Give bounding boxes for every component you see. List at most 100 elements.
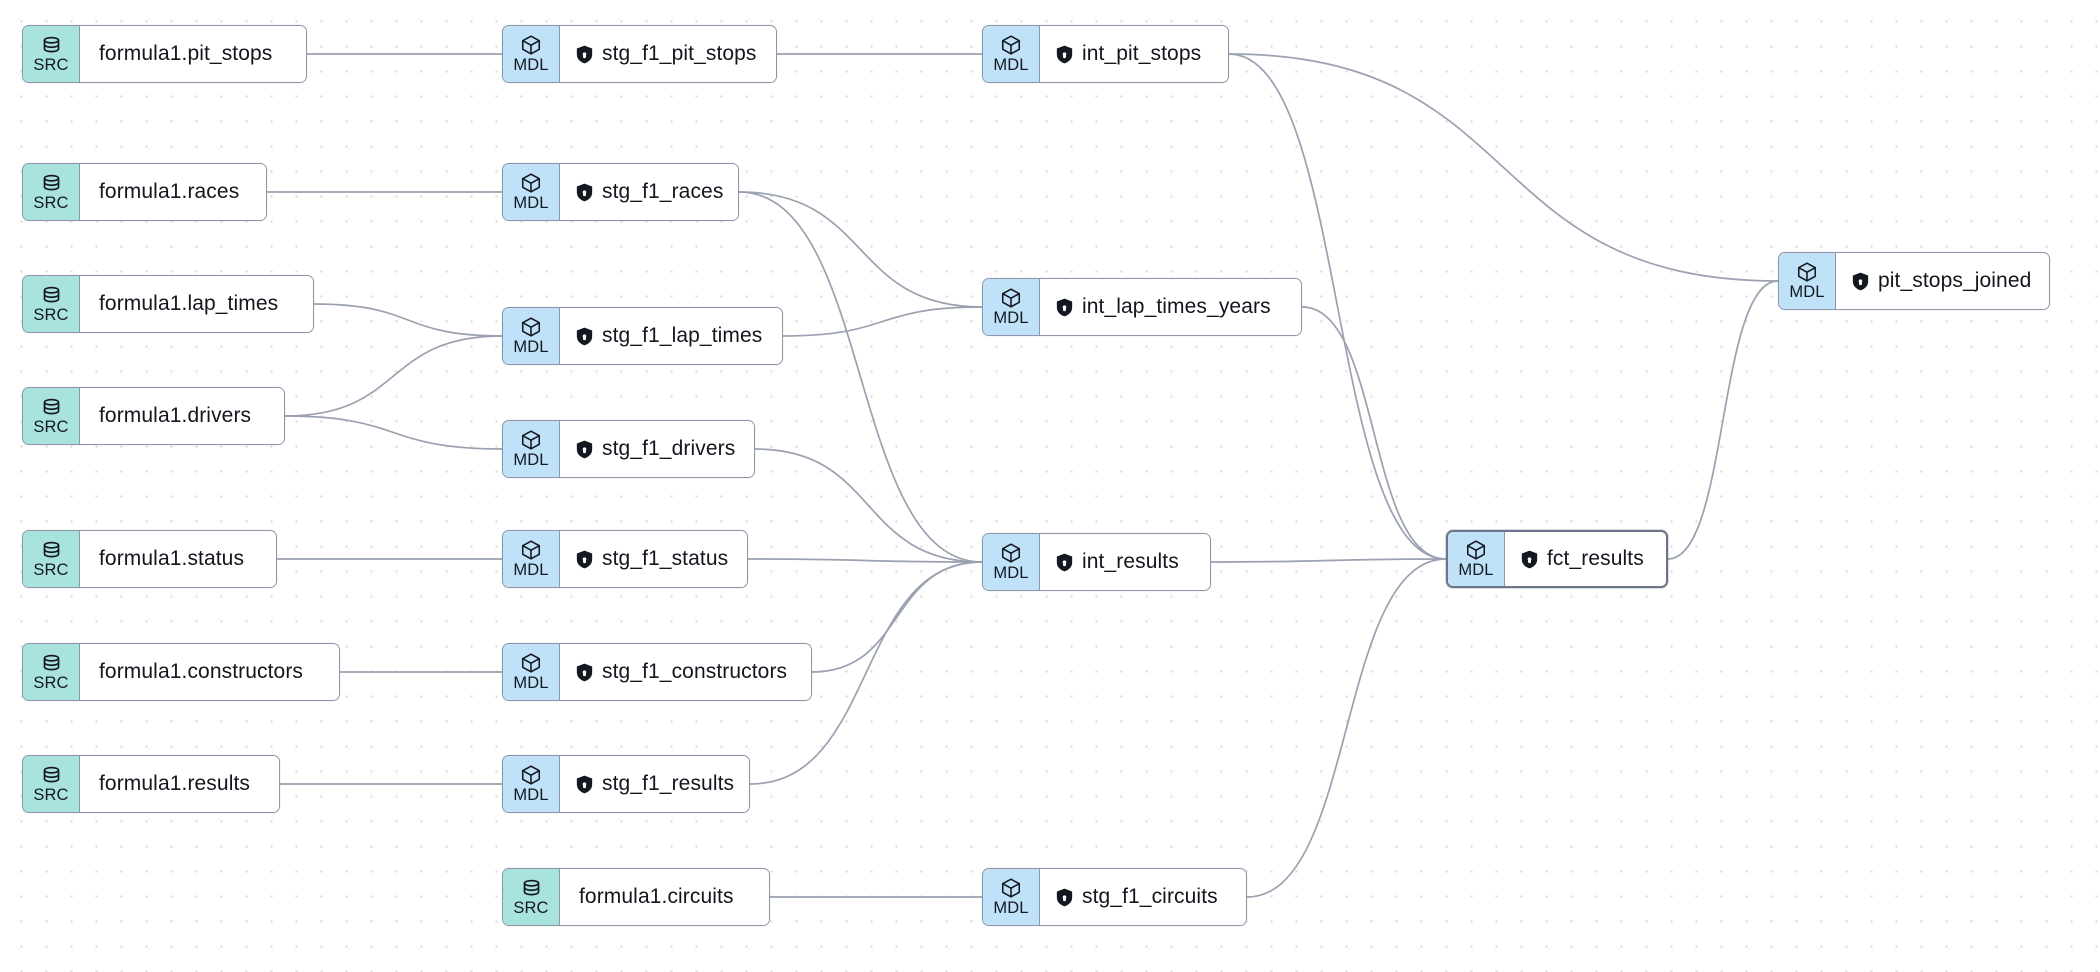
shield-lock-icon bbox=[576, 45, 593, 64]
node-kind-label: MDL bbox=[513, 674, 549, 692]
node-kind-label: MDL bbox=[993, 899, 1029, 917]
node-stg_drivers[interactable]: MDL stg_f1_drivers bbox=[502, 420, 755, 478]
cube-icon bbox=[520, 429, 542, 451]
database-icon bbox=[41, 173, 62, 194]
cube-icon bbox=[520, 539, 542, 561]
node-stg_pit_stops[interactable]: MDL stg_f1_pit_stops bbox=[502, 25, 777, 83]
node-kind-label: MDL bbox=[513, 451, 549, 469]
node-kind-badge: SRC bbox=[23, 644, 80, 700]
database-icon bbox=[521, 878, 542, 899]
shield-lock-icon bbox=[1521, 550, 1538, 569]
edge-fct_results-to-pit_stops_joined bbox=[1667, 280, 1779, 560]
node-pit_stops_joined[interactable]: MDL pit_stops_joined bbox=[1778, 252, 2050, 310]
node-body: stg_f1_constructors bbox=[560, 644, 811, 700]
node-body: stg_f1_drivers bbox=[560, 421, 754, 477]
node-src_constructors[interactable]: SRC formula1.constructors bbox=[22, 643, 340, 701]
shield-lock-icon bbox=[576, 663, 593, 682]
node-label: int_pit_stops bbox=[1082, 42, 1202, 65]
node-kind-badge: SRC bbox=[23, 164, 80, 220]
node-src_status[interactable]: SRC formula1.status bbox=[22, 530, 277, 588]
node-stg_status[interactable]: MDL stg_f1_status bbox=[502, 530, 748, 588]
node-int_lap_times_years[interactable]: MDL int_lap_times_years bbox=[982, 278, 1302, 336]
node-stg_constructors[interactable]: MDL stg_f1_constructors bbox=[502, 643, 812, 701]
node-kind-badge: MDL bbox=[983, 534, 1040, 590]
node-kind-label: MDL bbox=[513, 561, 549, 579]
cube-icon bbox=[1000, 877, 1022, 899]
node-kind-label: MDL bbox=[513, 338, 549, 356]
edge-stg_lap_times-to-int_lap_times_years bbox=[782, 306, 983, 337]
node-body: stg_f1_circuits bbox=[1040, 869, 1246, 925]
cube-icon bbox=[1465, 539, 1487, 561]
node-kind-label: SRC bbox=[33, 305, 69, 324]
node-fct_results[interactable]: MDL fct_results bbox=[1446, 530, 1668, 588]
node-kind-label: MDL bbox=[1789, 283, 1825, 301]
node-kind-badge: SRC bbox=[503, 869, 560, 925]
node-stg_results[interactable]: MDL stg_f1_results bbox=[502, 755, 750, 813]
edge-src_drivers-to-stg_drivers bbox=[284, 415, 503, 450]
node-kind-label: MDL bbox=[513, 194, 549, 212]
cube-icon bbox=[1000, 287, 1022, 309]
database-icon bbox=[41, 765, 62, 786]
node-src_lap_times[interactable]: SRC formula1.lap_times bbox=[22, 275, 314, 333]
node-kind-label: SRC bbox=[33, 785, 69, 804]
node-kind-badge: MDL bbox=[1448, 532, 1505, 586]
node-label: fct_results bbox=[1547, 547, 1644, 570]
node-label: formula1.drivers bbox=[99, 404, 252, 427]
node-kind-badge: MDL bbox=[503, 164, 560, 220]
node-body: stg_f1_lap_times bbox=[560, 308, 782, 364]
edge-stg_circuits-to-fct_results bbox=[1246, 558, 1447, 898]
node-label: stg_f1_results bbox=[602, 772, 735, 795]
cube-icon bbox=[1796, 261, 1818, 283]
node-kind-badge: MDL bbox=[503, 421, 560, 477]
node-kind-badge: MDL bbox=[503, 756, 560, 812]
node-kind-label: MDL bbox=[993, 56, 1029, 74]
node-int_pit_stops[interactable]: MDL int_pit_stops bbox=[982, 25, 1229, 83]
node-label: stg_f1_circuits bbox=[1082, 885, 1218, 908]
node-kind-label: SRC bbox=[513, 898, 549, 917]
node-body: stg_f1_races bbox=[560, 164, 738, 220]
node-int_results[interactable]: MDL int_results bbox=[982, 533, 1211, 591]
node-label: pit_stops_joined bbox=[1878, 269, 2032, 292]
node-label: formula1.pit_stops bbox=[99, 42, 273, 65]
node-src_drivers[interactable]: SRC formula1.drivers bbox=[22, 387, 285, 445]
node-body: int_lap_times_years bbox=[1040, 279, 1301, 335]
node-stg_lap_times[interactable]: MDL stg_f1_lap_times bbox=[502, 307, 783, 365]
node-body: stg_f1_status bbox=[560, 531, 747, 587]
cube-icon bbox=[1000, 542, 1022, 564]
node-kind-label: SRC bbox=[33, 417, 69, 436]
cube-icon bbox=[520, 172, 542, 194]
node-body: int_results bbox=[1040, 534, 1210, 590]
shield-lock-icon bbox=[1056, 553, 1073, 572]
node-kind-badge: MDL bbox=[503, 531, 560, 587]
node-label: int_lap_times_years bbox=[1082, 295, 1271, 318]
node-src_pit_stops[interactable]: SRC formula1.pit_stops bbox=[22, 25, 307, 83]
node-kind-badge: SRC bbox=[23, 756, 80, 812]
node-kind-badge: MDL bbox=[1779, 253, 1836, 309]
node-body: fct_results bbox=[1505, 532, 1666, 586]
node-body: formula1.circuits bbox=[560, 869, 769, 925]
shield-lock-icon bbox=[576, 440, 593, 459]
node-body: formula1.status bbox=[80, 531, 276, 587]
node-stg_circuits[interactable]: MDL stg_f1_circuits bbox=[982, 868, 1247, 926]
node-label: stg_f1_status bbox=[602, 547, 729, 570]
node-label: stg_f1_races bbox=[602, 180, 724, 203]
node-body: formula1.races bbox=[80, 164, 266, 220]
node-kind-badge: SRC bbox=[23, 531, 80, 587]
node-kind-badge: MDL bbox=[503, 644, 560, 700]
node-label: stg_f1_pit_stops bbox=[602, 42, 757, 65]
node-kind-label: SRC bbox=[33, 673, 69, 692]
cube-icon bbox=[520, 316, 542, 338]
node-src_circuits[interactable]: SRC formula1.circuits bbox=[502, 868, 770, 926]
node-kind-label: MDL bbox=[513, 786, 549, 804]
edge-stg_constructors-to-int_results bbox=[811, 561, 983, 673]
node-kind-label: SRC bbox=[33, 55, 69, 74]
node-body: formula1.lap_times bbox=[80, 276, 313, 332]
node-stg_races[interactable]: MDL stg_f1_races bbox=[502, 163, 739, 221]
shield-lock-icon bbox=[1056, 45, 1073, 64]
node-kind-label: SRC bbox=[33, 560, 69, 579]
node-label: formula1.constructors bbox=[99, 660, 304, 683]
